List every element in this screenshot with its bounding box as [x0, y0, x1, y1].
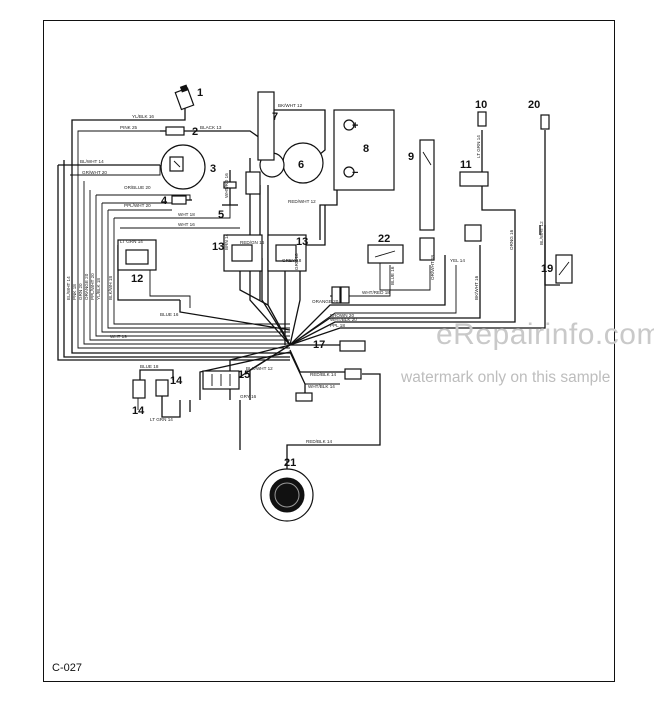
wire-label-vertical: YL/BLK 18: [96, 278, 101, 300]
component-20-sensor: [540, 114, 550, 130]
label-11: 11: [460, 159, 472, 171]
component-4-sensor: [171, 195, 192, 205]
page-code: C-027: [52, 662, 82, 674]
wire-label-vertical: BLUE 16: [390, 266, 395, 285]
wire-label-vertical: ORNG 16: [509, 229, 514, 250]
wire-label: WHT/BLK 14: [308, 384, 335, 389]
component-3-horn: [160, 144, 206, 190]
wire-labels: YL/BLK 16 PINK 25 BLACK 13 BK/WHT 12 BL/…: [66, 103, 544, 444]
label-5: 5: [218, 209, 224, 221]
component-7-sender: [257, 91, 275, 161]
label-20: 20: [528, 99, 540, 111]
wire-label: BL/WHT 14: [80, 159, 104, 164]
wire-label-vertical: BLK/WH 18: [108, 276, 113, 300]
wire-label-vertical: PPL/WHT 20: [90, 273, 95, 300]
wire-label-vertical: BRN 14: [224, 233, 229, 250]
wire-label: GREY 18: [282, 258, 302, 263]
component-17-connector: [295, 286, 366, 402]
component-8-battery: [333, 109, 395, 191]
label-3: 3: [210, 163, 216, 175]
component-6-alternator: [245, 142, 324, 195]
wire-label-vertical: WHT/RD 16: [224, 173, 229, 198]
wire-label: GRY 16: [240, 394, 257, 399]
label-7: 7: [272, 111, 278, 123]
component-19-switch: [555, 254, 573, 284]
wire-label: PPL/WHT 20: [124, 203, 151, 208]
label-10: 10: [475, 99, 487, 111]
wire-label: RED/BLK 14: [306, 439, 332, 444]
wire-label: GR/WHT 20: [82, 170, 107, 175]
component-21-horn: [260, 468, 314, 522]
wire-label: BK/WHT 12: [278, 103, 303, 108]
wire-label-vertical: PNK 18: [72, 284, 77, 300]
wire-label: RED/BLK 14: [310, 372, 336, 377]
component-5-switch: [222, 170, 238, 206]
label-22: 22: [378, 233, 390, 245]
wire-label: BROWN 20: [330, 313, 354, 318]
component-1-sensor: [174, 84, 195, 111]
component-12-relay: [117, 239, 157, 271]
wire-label: LT GRN 14: [150, 417, 173, 422]
wire-label: BLUE 16: [160, 312, 179, 317]
wire-label-vertical: EL/WHT 14: [66, 276, 71, 300]
wire-label: WHT/RED 18: [362, 290, 390, 295]
label-8: 8: [363, 143, 369, 155]
label-13b: 13: [296, 236, 308, 248]
wire-label: YL/BLK 16: [132, 114, 154, 119]
wire-label: RED/GN 16: [240, 240, 265, 245]
label-4: 4: [161, 195, 168, 207]
wire-label: WHT 16: [178, 222, 195, 227]
wire-label: BLK/WHT 12: [246, 366, 273, 371]
wire-label: OR/BLUE 20: [124, 185, 151, 190]
label-1: 1: [197, 87, 203, 99]
component-2-plug: [160, 126, 185, 136]
label-9: 9: [408, 151, 414, 163]
label-12: 12: [131, 273, 143, 285]
wire-label: ORANGE 20: [312, 299, 339, 304]
component-11-switch: [459, 171, 489, 242]
wire-label: LT GRN 14: [120, 239, 143, 244]
label-14b: 14: [170, 375, 183, 387]
component-22-switch: [367, 244, 404, 264]
battery-minus: −: [352, 167, 358, 179]
wire-label-vertical: BK/WHT 16: [474, 275, 479, 300]
component-15-fuse-block: [202, 370, 240, 390]
label-13a: 13: [212, 241, 224, 253]
component-14-sensor-right: [155, 379, 169, 397]
watermark-brand: eRepairinfo.com: [436, 318, 654, 351]
label-15: 15: [238, 369, 250, 381]
wire-label: BLUE 18: [140, 364, 159, 369]
wire-label: PINK 25: [120, 125, 138, 130]
label-19: 19: [541, 263, 553, 275]
page-border: [43, 20, 615, 682]
wire-label: RED/WHT 12: [288, 199, 316, 204]
component-9-switch: [419, 139, 435, 261]
wire-label: WHT/BLK 20: [330, 317, 357, 322]
battery-plus: +: [352, 120, 358, 132]
wire-label: YEL 14: [450, 258, 465, 263]
wire-label-vertical: OR/WHT 18: [430, 255, 435, 280]
component-14-sensor-left: [132, 379, 146, 399]
wire-label: BLACK 13: [200, 125, 222, 130]
wire-label-vertical: BL/WHT 12: [539, 221, 544, 245]
component-13-relay-right: [267, 234, 307, 272]
wire-label-vertical: ORANGE 20: [84, 273, 89, 300]
wire-label: PPL 18: [330, 323, 345, 328]
label-17: 17: [313, 339, 325, 351]
wire-label: WHT 18: [178, 212, 195, 217]
component-10-sensor: [477, 111, 487, 127]
label-14a: 14: [132, 405, 145, 417]
watermark-note: watermark only on this sample: [401, 369, 611, 386]
label-6: 6: [298, 159, 304, 171]
component-13-relay-left: [223, 234, 263, 272]
label-21: 21: [284, 457, 296, 469]
wire-label-vertical: GRN 16: [294, 253, 299, 270]
wire-label-vertical: LT GRN 14: [476, 135, 481, 158]
label-2: 2: [192, 126, 198, 138]
wire-label-vertical: GRN 20: [78, 283, 83, 300]
wire-label: WHT 19: [110, 334, 127, 339]
